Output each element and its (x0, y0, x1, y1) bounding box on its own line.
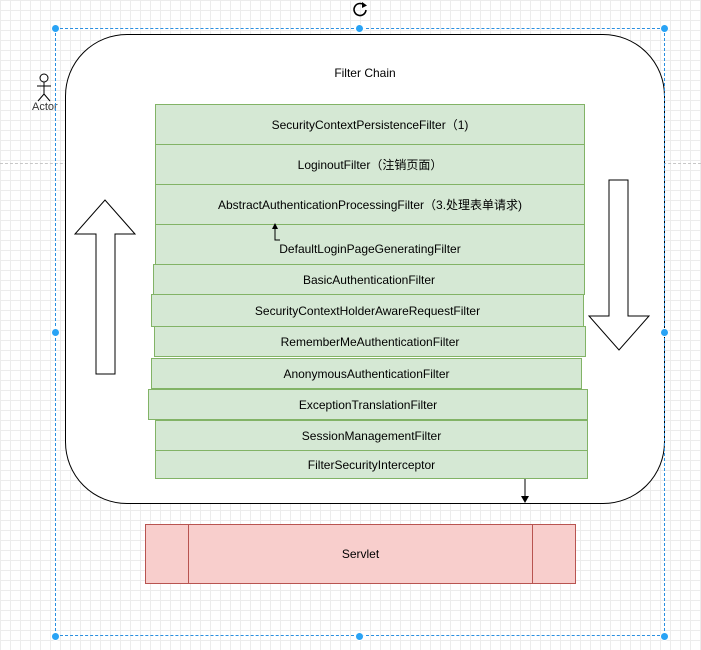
filter-security-interceptor[interactable]: FilterSecurityInterceptor (155, 450, 588, 479)
rotate-icon[interactable] (351, 0, 369, 18)
resize-handle-bottom[interactable] (355, 632, 364, 641)
to-servlet-arrow-icon (521, 479, 529, 503)
filter-remember-me-authentication[interactable]: RememberMeAuthenticationFilter (154, 326, 586, 357)
servlet-left-divider (188, 525, 189, 583)
resize-handle-top-right[interactable] (660, 24, 669, 33)
servlet-box[interactable]: Servlet (145, 524, 576, 584)
resize-handle-right[interactable] (660, 328, 669, 337)
small-connector-arrow-icon (272, 223, 280, 241)
filter-default-login-page-generating[interactable]: DefaultLoginPageGeneratingFilter (155, 224, 585, 265)
resize-handle-top[interactable] (355, 24, 364, 33)
actor-icon[interactable] (30, 70, 64, 118)
filter-exception-translation[interactable]: ExceptionTranslationFilter (148, 389, 588, 420)
servlet-label: Servlet (341, 547, 380, 561)
resize-handle-bottom-left[interactable] (51, 632, 60, 641)
actor-label: Actor (32, 101, 58, 113)
resize-handle-bottom-right[interactable] (660, 632, 669, 641)
filter-abstract-authentication-processing[interactable]: AbstractAuthenticationProcessingFilter（3… (155, 184, 585, 225)
filter-security-context-holder-aware-request[interactable]: SecurityContextHolderAwareRequestFilter (151, 294, 584, 327)
filter-chain-title: Filter Chain (334, 66, 396, 80)
resize-handle-top-left[interactable] (51, 24, 60, 33)
filter-security-context-persistence[interactable]: SecurityContextPersistenceFilter（1) (155, 104, 585, 145)
servlet-right-divider (532, 525, 533, 583)
down-arrow-icon[interactable] (587, 179, 651, 351)
filter-anonymous-authentication[interactable]: AnonymousAuthenticationFilter (151, 358, 582, 389)
selection-box (55, 28, 665, 636)
resize-handle-left[interactable] (51, 328, 60, 337)
up-arrow-icon[interactable] (73, 199, 137, 375)
